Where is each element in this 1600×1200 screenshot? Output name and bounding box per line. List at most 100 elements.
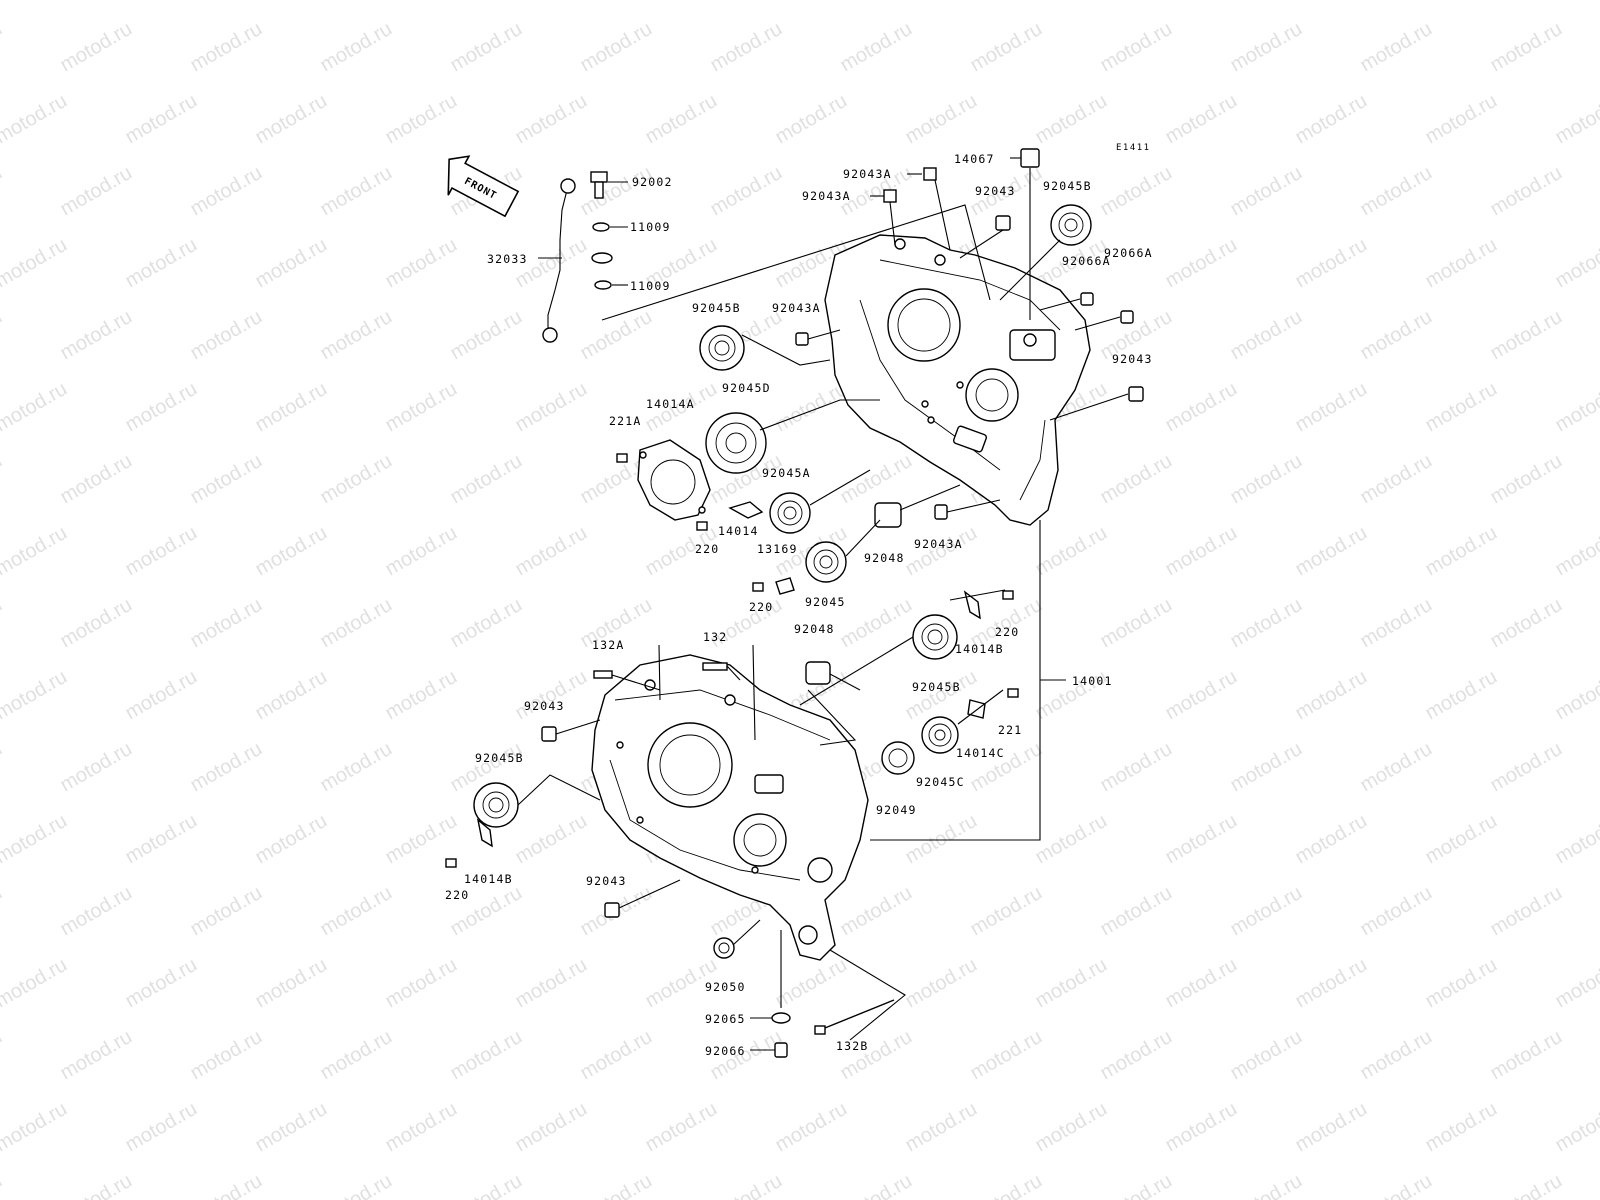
watermark-text: motod.ru — [1357, 594, 1436, 653]
watermark-text: motod.ru — [187, 1026, 266, 1085]
label-14067: 14067 — [954, 152, 995, 166]
label-92048-top: 92048 — [864, 551, 905, 565]
watermark-text: motod.ru — [967, 18, 1046, 77]
watermark-text: motod.ru — [1097, 594, 1176, 653]
washer-11009-lower-icon — [594, 280, 612, 290]
label-220-b: 220 — [749, 600, 773, 614]
watermark-text: motod.ru — [317, 162, 396, 221]
bolt-220-a-icon — [696, 521, 708, 531]
label-92048-mid: 92048 — [794, 622, 835, 636]
watermark-text: motod.ru — [57, 594, 136, 653]
watermark-text: motod.ru — [1032, 954, 1111, 1013]
watermark-text: motod.ru — [57, 18, 136, 77]
watermark-text: motod.ru — [1227, 306, 1306, 365]
watermark-text: motod.ru — [1292, 234, 1371, 293]
watermark-text: motod.ru — [512, 1098, 591, 1157]
watermark-text: motod.ru — [1552, 378, 1600, 437]
watermark-text: motod.ru — [1357, 738, 1436, 797]
watermark-text: motod.ru — [252, 1098, 331, 1157]
label-92045C: 92045C — [916, 775, 965, 789]
watermark-text: motod.ru — [1357, 450, 1436, 509]
label-92065: 92065 — [705, 1012, 746, 1026]
watermark-text: motod.ru — [1422, 954, 1501, 1013]
dowel-92043A-top-icon — [923, 167, 937, 181]
watermark-text: motod.ru — [317, 1026, 396, 1085]
watermark-text: motod.ru — [707, 162, 786, 221]
watermark-text: motod.ru — [1552, 954, 1600, 1013]
watermark-text: motod.ru — [1552, 234, 1600, 293]
watermark-text: motod.ru — [0, 1098, 71, 1157]
watermark-text: motod.ru — [187, 162, 266, 221]
label-13169: 13169 — [757, 542, 798, 556]
watermark-text: motod.ru — [772, 378, 851, 437]
watermark-text: motod.ru — [1292, 0, 1371, 4]
watermark-text: motod.ru — [57, 306, 136, 365]
watermark-text: motod.ru — [382, 1098, 461, 1157]
label-92043A-top: 92043A — [843, 167, 892, 181]
watermark-text: motod.ru — [0, 810, 71, 869]
label-92049: 92049 — [876, 803, 917, 817]
watermark-text: motod.ru — [0, 954, 71, 1013]
watermark-text: motod.ru — [447, 306, 526, 365]
bolt-221-icon — [1007, 688, 1019, 698]
part-14067-icon — [1020, 148, 1040, 168]
watermark-text: motod.ru — [317, 450, 396, 509]
watermark-text: motod.ru — [967, 882, 1046, 941]
watermark-text: motod.ru — [577, 18, 656, 77]
label-92045: 92045 — [805, 595, 846, 609]
label-92045B-top: 92045B — [1043, 179, 1092, 193]
watermark-text: motod.ru — [0, 234, 71, 293]
watermark-text: motod.ru — [1552, 810, 1600, 869]
watermark-text: motod.ru — [1487, 1170, 1566, 1200]
watermark-text: motod.ru — [1032, 1098, 1111, 1157]
watermark-text: motod.ru — [1292, 522, 1371, 581]
watermark-text: motod.ru — [1487, 882, 1566, 941]
dowel-92043A-mid-icon — [795, 332, 809, 346]
label-220-d: 220 — [445, 888, 469, 902]
watermark-text: motod.ru — [1097, 450, 1176, 509]
watermark-text: motod.ru — [317, 882, 396, 941]
watermark-text: motod.ru — [122, 90, 201, 149]
watermark-text: motod.ru — [57, 162, 136, 221]
watermark-text: motod.ru — [1292, 378, 1371, 437]
watermark-text: motod.ru — [57, 1170, 136, 1200]
bearing-92045B-top-icon — [1050, 204, 1092, 246]
bearing-92045B-left-icon — [699, 325, 745, 371]
watermark-text: motod.ru — [122, 666, 201, 725]
oil-pipe-32033-icon — [547, 185, 569, 330]
watermark-text: motod.ru — [1162, 1098, 1241, 1157]
watermark-text: motod.ru — [187, 450, 266, 509]
watermark-text: motod.ru — [512, 0, 591, 4]
watermark-text: motod.ru — [382, 234, 461, 293]
label-92043-lower-left: 92043 — [524, 699, 565, 713]
seal-92050-icon — [713, 937, 735, 959]
label-92066: 92066 — [705, 1044, 746, 1058]
watermark-text: motod.ru — [187, 306, 266, 365]
watermark-text: motod.ru — [1357, 18, 1436, 77]
watermark-text: motod.ru — [902, 1098, 981, 1157]
watermark-text: motod.ru — [577, 162, 656, 221]
watermark-text: motod.ru — [0, 594, 6, 653]
watermark-text: motod.ru — [1032, 90, 1111, 149]
watermark-text: motod.ru — [837, 1026, 916, 1085]
watermark-text: motod.ru — [447, 450, 526, 509]
plate-14014B-left-icon — [476, 818, 493, 848]
washer-92065-icon — [771, 1012, 791, 1024]
label-132A: 132A — [592, 638, 625, 652]
watermark-text: motod.ru — [122, 810, 201, 869]
watermark-text: motod.ru — [0, 882, 6, 941]
label-14014A: 14014A — [646, 397, 695, 411]
watermark-text: motod.ru — [1097, 162, 1176, 221]
watermark-text: motod.ru — [967, 1026, 1046, 1085]
bearing-92045B-mid-icon — [912, 614, 958, 660]
watermark-text: motod.ru — [1162, 666, 1241, 725]
watermark-text: motod.ru — [187, 738, 266, 797]
watermark-text: motod.ru — [252, 522, 331, 581]
watermark-text: motod.ru — [1552, 0, 1600, 4]
part-number-labels: 92002 11009 11009 32033 92043A 92043A 14… — [445, 152, 1152, 1058]
watermark-text: motod.ru — [512, 378, 591, 437]
watermark-text: motod.ru — [1552, 1098, 1600, 1157]
watermark-text: motod.ru — [1162, 90, 1241, 149]
watermark-text: motod.ru — [772, 0, 851, 4]
watermark-text: motod.ru — [577, 1170, 656, 1200]
